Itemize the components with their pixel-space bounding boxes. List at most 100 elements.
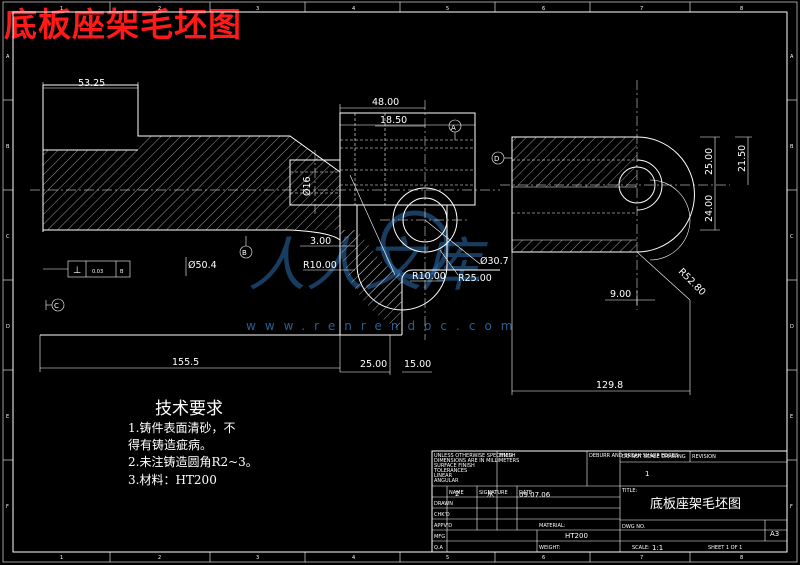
datum-b: B bbox=[239, 236, 253, 259]
tb-sheet-label: SHEET 1 OF 1 bbox=[708, 545, 742, 551]
tb-note-2: DIMENSIONS ARE IN MILLIMETERS bbox=[434, 458, 519, 464]
section-view bbox=[30, 84, 500, 340]
border-bottom-8: 8 bbox=[740, 555, 743, 561]
dim-18-5: 18.50 bbox=[380, 115, 407, 126]
border-side-e: E bbox=[6, 414, 9, 420]
tb-note-4: TOLERANCES bbox=[433, 468, 467, 474]
datum-a: A bbox=[448, 119, 462, 140]
tb-note-3: SURFACE FINISH bbox=[434, 463, 475, 469]
requirement-line-4: 3.材料：HT200 bbox=[128, 473, 217, 487]
border-side-c-right: C bbox=[790, 234, 794, 240]
tb-note-5: LINEAR bbox=[434, 473, 453, 479]
dim-3: 3.00 bbox=[310, 236, 331, 247]
tb-scale: 1:1 bbox=[652, 544, 663, 552]
tb-dwgno-label: DWG NO. bbox=[622, 524, 646, 530]
svg-text:C: C bbox=[54, 302, 59, 310]
border-side-b: B bbox=[6, 144, 10, 150]
border-top-1: 1 bbox=[60, 6, 63, 12]
dim-phi30-7: Ø30.7 bbox=[480, 256, 509, 267]
tb-row-appvd: APPV'D bbox=[434, 523, 452, 529]
border-bottom-5: 5 bbox=[446, 555, 449, 561]
border-top-5: 5 bbox=[446, 6, 449, 12]
tb-scale-label: SCALE: bbox=[632, 545, 650, 551]
requirement-line-1: 1.铸件表面清砂，不 bbox=[128, 420, 235, 435]
border-bottom-7: 7 bbox=[640, 555, 643, 561]
tb-sheet-size: A3 bbox=[770, 530, 779, 538]
tb-finish-label: FINISH bbox=[499, 453, 516, 459]
svg-text:A: A bbox=[451, 124, 456, 132]
dim-phi50-4: Ø50.4 bbox=[188, 260, 217, 271]
requirement-line-3: 2.未注铸造圆角R2~3。 bbox=[128, 454, 258, 469]
tb-date: 09.07.06 bbox=[519, 491, 551, 499]
border-side-d-right: D bbox=[790, 324, 794, 330]
dim-25-bottom: 25.00 bbox=[360, 359, 387, 370]
border-bottom-4: 4 bbox=[352, 555, 355, 561]
border-side-f: F bbox=[6, 504, 9, 510]
dim-48: 48.00 bbox=[372, 97, 399, 108]
svg-text:D: D bbox=[494, 155, 499, 163]
border-side-f-right: F bbox=[790, 504, 793, 510]
tb-weight-label: WEIGHT: bbox=[539, 545, 561, 551]
tb-material: HT200 bbox=[565, 532, 588, 540]
side-view bbox=[500, 80, 730, 310]
dim-155-5: 155.5 bbox=[172, 357, 199, 368]
border-top-6: 6 bbox=[542, 6, 545, 12]
border-bottom-6: 6 bbox=[542, 555, 545, 561]
technical-requirements: 技术要求 1.铸件表面清砂，不 得有铸造疵病。 2.未注铸造圆角R2~3。 3.… bbox=[128, 399, 258, 487]
tolerance-frame: ⊥ 0.03 B bbox=[43, 260, 131, 278]
dim-r10-left: R10.00 bbox=[303, 260, 337, 271]
tb-note-1: UNLESS OTHERWISE SPECIFIED bbox=[434, 453, 513, 459]
tb-col-name: NAME bbox=[449, 490, 464, 496]
border-side-c: C bbox=[6, 234, 10, 240]
dim-r52-8: R52.80 bbox=[676, 266, 708, 298]
border-bottom-1: 1 bbox=[60, 555, 63, 561]
tb-col-signature: SIGNATURE bbox=[479, 490, 508, 496]
tb-row-qa: Q.A bbox=[434, 545, 444, 551]
dim-53-25: 53.25 bbox=[78, 78, 105, 89]
tolerance-datum: B bbox=[120, 269, 124, 275]
watermark-url: www.renrendoc.com bbox=[246, 319, 521, 333]
dim-15: 15.00 bbox=[404, 359, 431, 370]
tb-deburr-label: DEBURR AND BREAK SHARP EDGES bbox=[589, 453, 678, 459]
section-dimensions: 53.25 48.00 18.50 Ø16 3.00 R10.00 R10.00… bbox=[39, 78, 512, 375]
tb-signature-mark: 从 bbox=[487, 490, 494, 498]
border-side-b-right: B bbox=[790, 144, 794, 150]
tb-row-mfg: MFG bbox=[434, 534, 445, 540]
tb-row-chkd: CHK'D bbox=[434, 512, 450, 518]
border-side-a-right: A bbox=[790, 54, 794, 60]
requirements-title: 技术要求 bbox=[155, 399, 223, 419]
svg-text:B: B bbox=[242, 249, 247, 257]
tb-col-date: DATE bbox=[519, 490, 532, 496]
tb-part-name: 底板座架毛坯图 bbox=[650, 496, 741, 512]
title-block: UNLESS OTHERWISE SPECIFIED DIMENSIONS AR… bbox=[431, 450, 788, 553]
dim-phi16: Ø16 bbox=[302, 176, 313, 196]
datum-d: D bbox=[491, 151, 512, 165]
border-bottom-3: 3 bbox=[256, 555, 259, 561]
border-bottom-2: 2 bbox=[158, 555, 161, 561]
border-side-a: A bbox=[6, 54, 10, 60]
border-side-e-right: E bbox=[790, 414, 793, 420]
dim-25-right: 25.00 bbox=[704, 148, 715, 175]
dim-129-8: 129.8 bbox=[596, 380, 623, 391]
tolerance-value: 0.03 bbox=[92, 269, 103, 275]
tb-revision-label: REVISION bbox=[692, 454, 716, 460]
dim-21-5: 21.50 bbox=[737, 145, 748, 172]
tb-qty: 1 bbox=[645, 470, 649, 478]
datum-c: C bbox=[45, 298, 65, 312]
border-top-7: 7 bbox=[640, 6, 643, 12]
border-top-4: 4 bbox=[352, 6, 355, 12]
tb-note-6: ANGULAR bbox=[434, 478, 459, 484]
frame-ticks bbox=[3, 2, 797, 562]
dim-9: 9.00 bbox=[610, 289, 631, 300]
requirement-line-2: 得有铸造疵病。 bbox=[128, 437, 212, 452]
border-top-8: 8 bbox=[740, 6, 743, 12]
dim-r25: R25.00 bbox=[458, 273, 492, 284]
dim-24: 24.00 bbox=[704, 195, 715, 222]
border-top-3: 3 bbox=[256, 6, 259, 12]
tb-title-label: TITLE: bbox=[621, 488, 638, 494]
tb-drawn-mark: 2 bbox=[455, 490, 459, 498]
border-top-2: 2 bbox=[158, 6, 161, 12]
tb-row-draw: DRAWN bbox=[434, 501, 453, 507]
